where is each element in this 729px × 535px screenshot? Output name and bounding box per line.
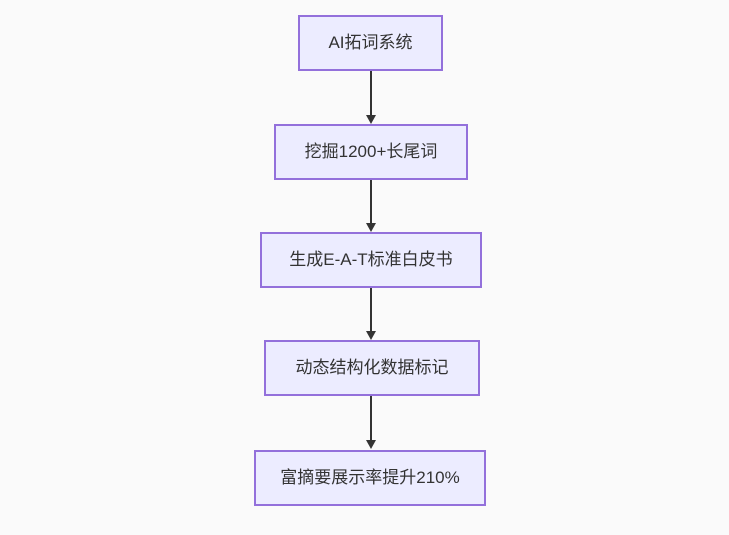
flowchart-arrow-3	[365, 288, 377, 340]
arrow-head-icon	[366, 115, 376, 124]
arrow-line	[370, 396, 372, 441]
flowchart-arrow-1	[365, 71, 377, 124]
arrow-line	[370, 180, 372, 224]
node-label: 生成E-A-T标准白皮书	[289, 249, 453, 269]
node-label: AI拓词系统	[328, 32, 413, 52]
node-label: 挖掘1200+长尾词	[304, 141, 438, 161]
arrow-head-icon	[366, 223, 376, 232]
arrow-head-icon	[366, 440, 376, 449]
flowchart-node-structured-data-markup: 动态结构化数据标记	[264, 340, 480, 396]
arrow-line	[370, 288, 372, 332]
flowchart-node-rich-snippet-rate: 富摘要展示率提升210%	[254, 450, 486, 506]
arrow-line	[370, 71, 372, 116]
node-label: 动态结构化数据标记	[295, 357, 449, 377]
arrow-head-icon	[366, 331, 376, 340]
node-label: 富摘要展示率提升210%	[280, 467, 460, 487]
flowchart-node-ai-word-system: AI拓词系统	[298, 15, 443, 71]
flowchart-node-eat-whitepaper: 生成E-A-T标准白皮书	[260, 232, 482, 288]
flowchart-arrow-4	[365, 396, 377, 449]
flowchart-arrow-2	[365, 180, 377, 232]
flowchart-node-longtail-keywords: 挖掘1200+长尾词	[274, 124, 468, 180]
